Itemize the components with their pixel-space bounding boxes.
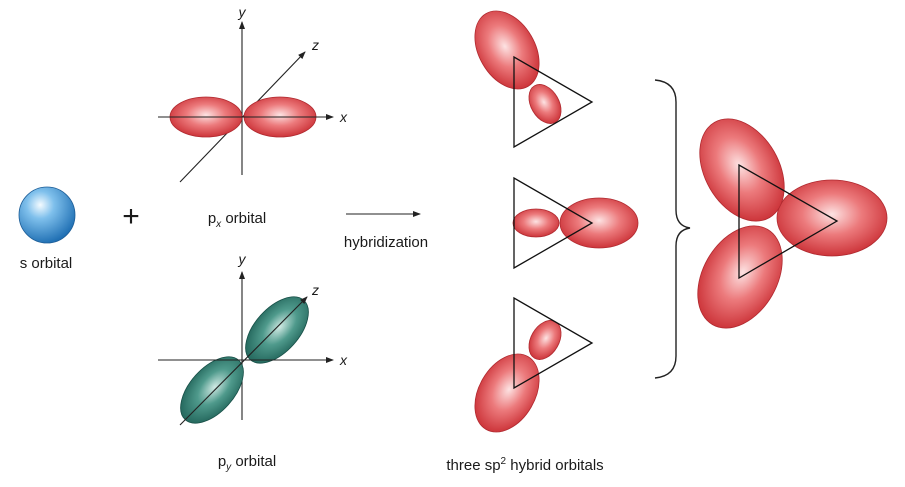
hybrid-2-small-lobe xyxy=(512,208,560,238)
px-x-axis-label: x xyxy=(339,109,348,125)
hybrid-1-triangle xyxy=(513,55,594,149)
hybrid-orbital-3 xyxy=(474,296,594,433)
px-orbital-label: px orbital xyxy=(208,210,266,230)
hybrid-3-big-lobe xyxy=(474,353,540,433)
hybrid-orbital-1 xyxy=(474,10,594,149)
grouping-brace xyxy=(654,79,691,379)
py-z-axis-label: z xyxy=(311,282,319,298)
px-y-axis-label: y xyxy=(238,4,247,20)
py-lobe-upper xyxy=(245,296,309,364)
s-orbital-label: s orbital xyxy=(20,255,73,272)
hybrid-1-big-lobe xyxy=(474,10,540,90)
combined-sp2-orbital xyxy=(697,118,888,329)
px-z-axis-label: z xyxy=(311,37,319,53)
hybrid-3-triangle xyxy=(513,296,594,390)
hybrid-2-triangle xyxy=(513,176,594,270)
hybridization-label: hybridization xyxy=(344,234,428,251)
py-z-axis xyxy=(179,296,308,426)
hybrid-orbital-2 xyxy=(512,176,639,270)
combined-lobe-upper xyxy=(699,118,785,222)
hybrid-orbitals-label: three sp2 hybrid orbitals xyxy=(446,456,603,474)
px-orbital-figure: y z x xyxy=(158,4,348,183)
py-x-axis-label: x xyxy=(339,352,348,368)
hybrid-1-small-lobe xyxy=(528,84,562,124)
hybrid-2-big-lobe xyxy=(559,197,639,249)
s-orbital-sphere xyxy=(18,186,76,244)
plus-sign: + xyxy=(122,200,140,233)
py-orbital-figure: y z x xyxy=(158,251,348,426)
py-orbital-label: py orbital xyxy=(218,453,276,473)
py-y-axis-label: y xyxy=(238,251,247,267)
combined-triangle xyxy=(738,163,839,280)
